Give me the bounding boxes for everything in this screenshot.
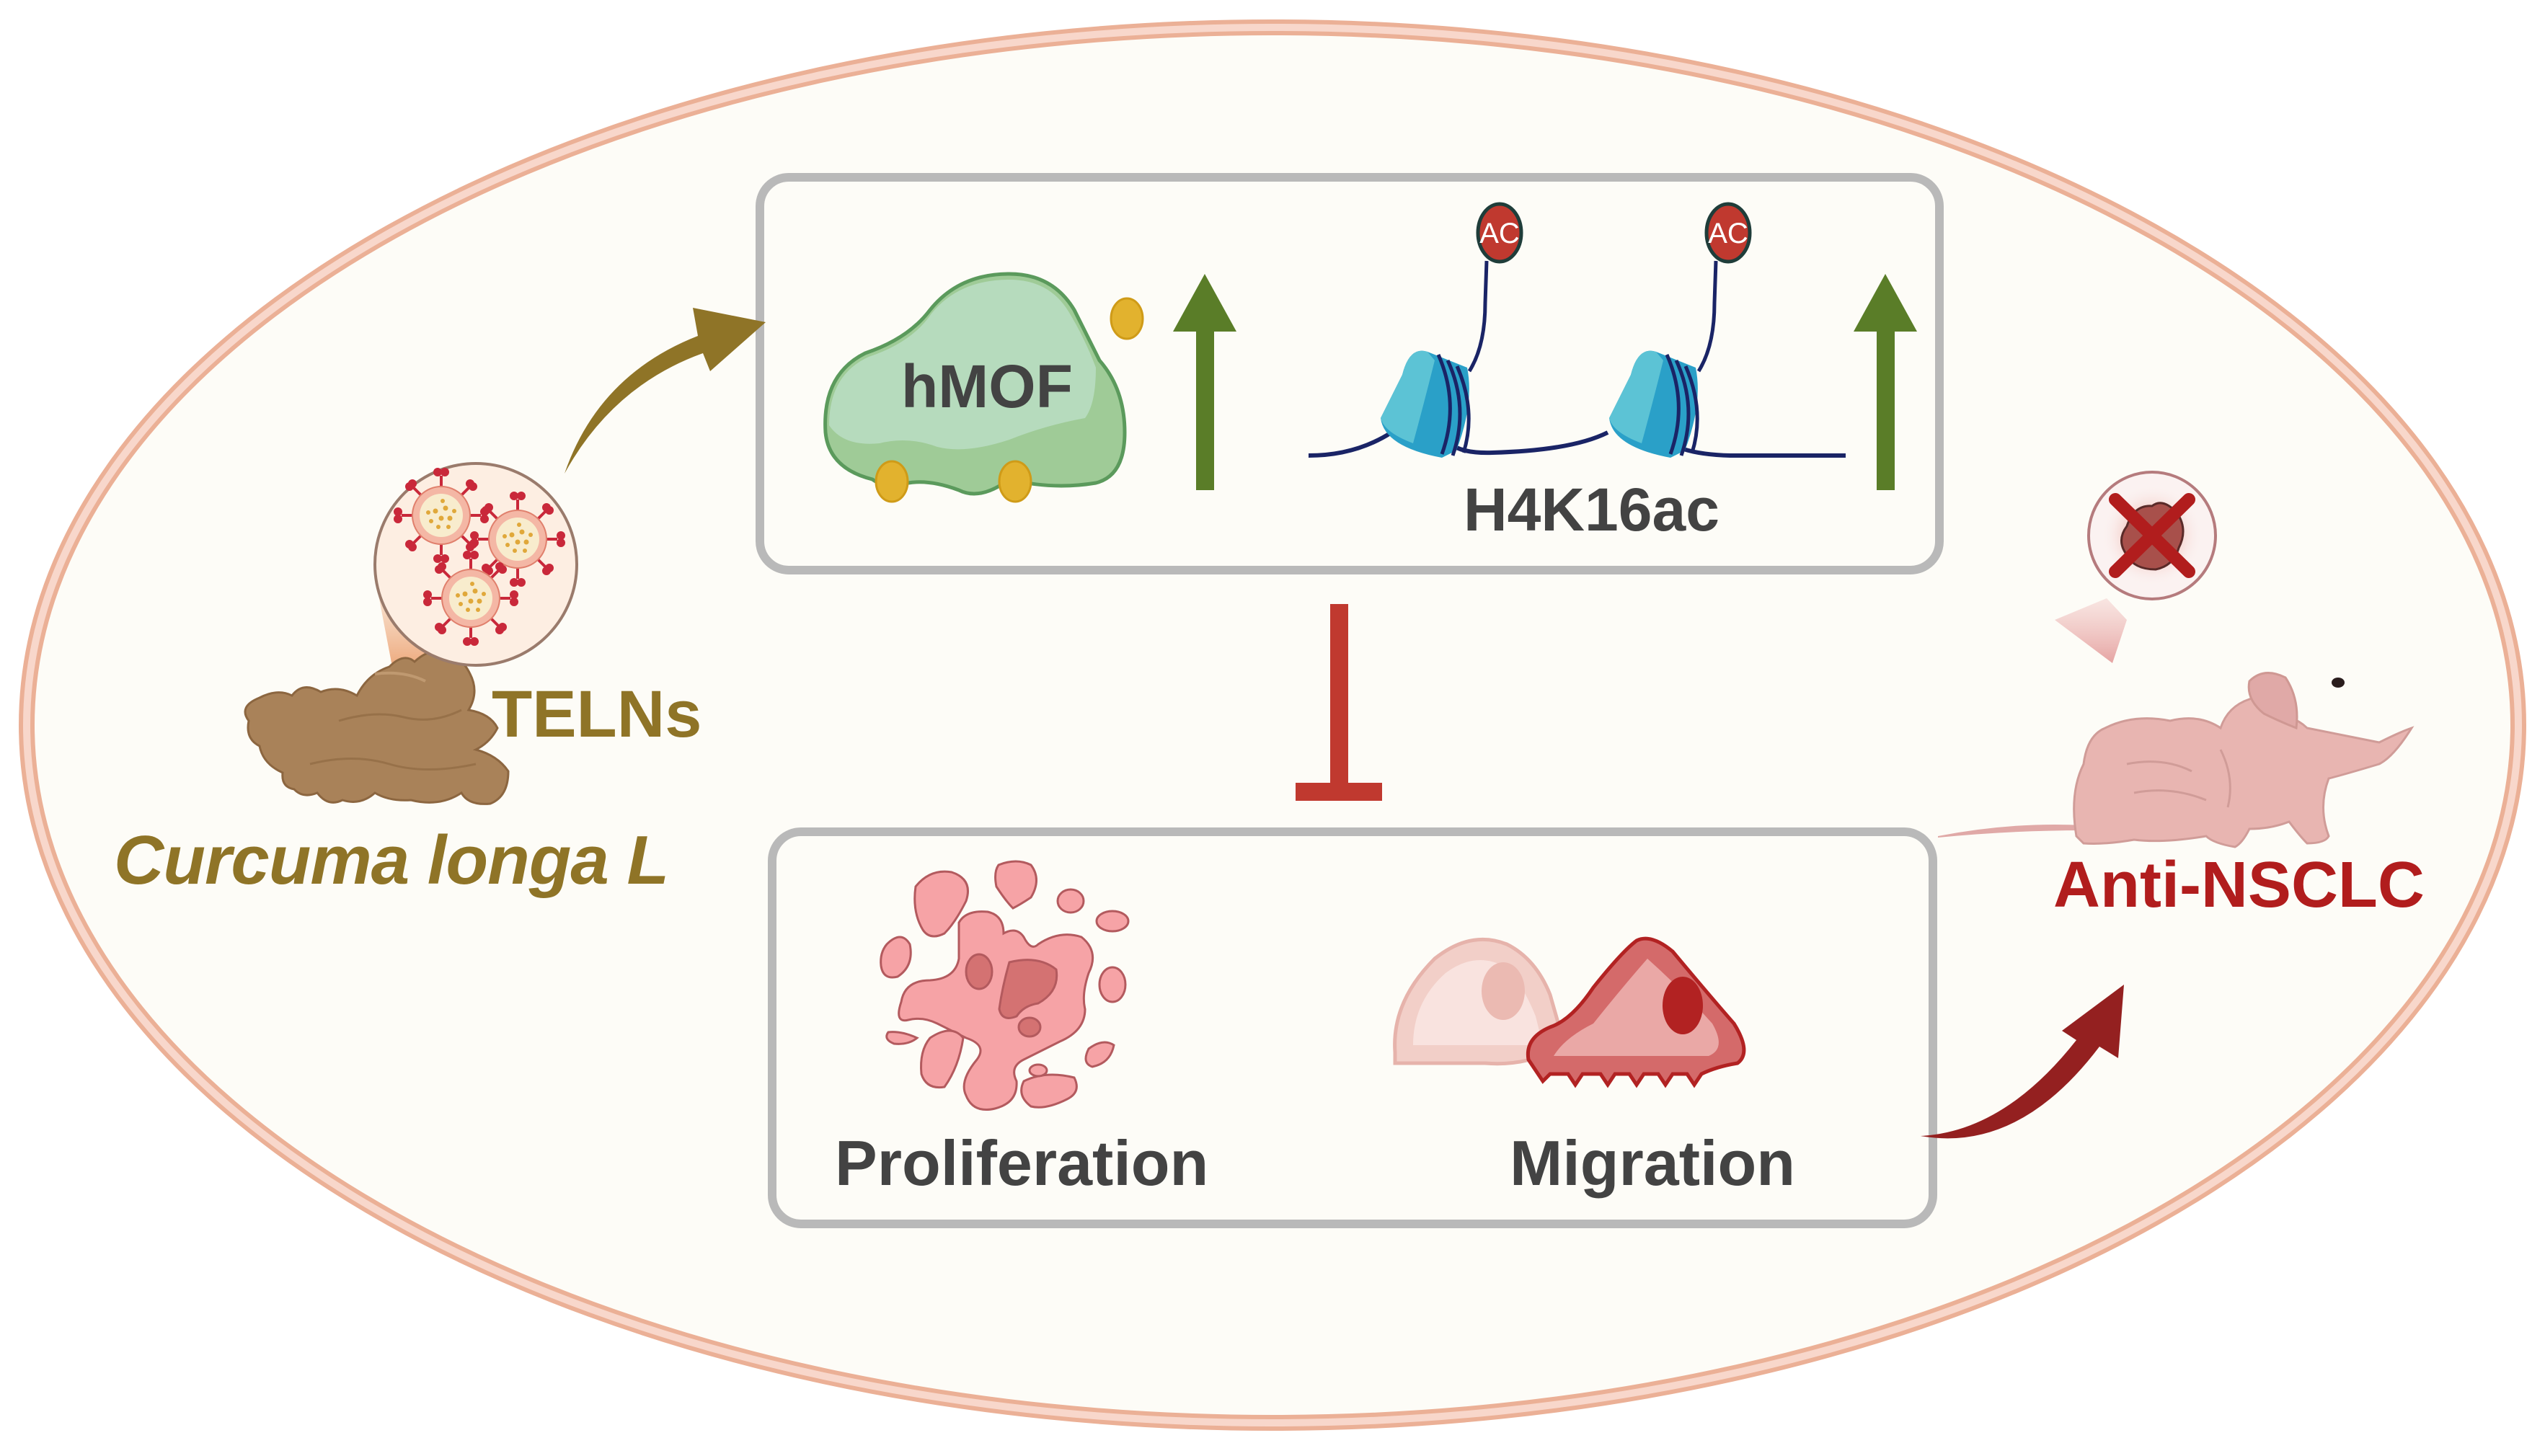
acetyl-group-icon: AC [1704,202,1752,264]
acetyl-group-icon: AC [1476,202,1523,264]
acetyl-label: AC [1708,218,1748,249]
inhibition-bar-icon [1296,604,1382,801]
migrating-cell-icon [1393,936,1746,1088]
telns-label: TELNs [492,678,702,751]
nucleosome-icon [1609,350,1699,458]
hmof-protein-icon [823,272,1144,503]
nucleosome-dna-icon [1308,260,1846,458]
nucleosome-icon [1381,350,1471,458]
outcome-label: Anti-NSCLC [2053,849,2425,921]
hmof-up-arrow-icon [1173,274,1236,490]
telns-zoom-bubble [373,462,578,667]
phenotype-panel [768,827,1937,1228]
outer-ellipse-inner-line [23,24,2522,1426]
hmof-label: hMOF [901,352,1073,420]
outcome-curved-arrow-icon [1921,985,2124,1139]
h4k16ac-label: H4K16ac [1464,476,1719,543]
acetyl-label: AC [1479,218,1520,249]
plant-name-label: Curcuma longa L [114,822,669,899]
cell-cluster-icon [880,860,1130,1111]
olive-curved-arrow-icon [565,308,766,474]
h4k16ac-up-arrow-icon [1854,274,1917,490]
mouse-zoom-cone [2055,598,2127,663]
nude-mouse-icon [1938,672,2415,848]
nanoparticle-icon [394,468,489,563]
nanoparticle-icon [423,551,518,646]
nanoparticle-icon [470,492,565,587]
turmeric-rhizome-icon [244,650,510,805]
proliferation-label: Proliferation [835,1127,1209,1199]
crossed-out-icon [2109,493,2195,578]
migration-label: Migration [1510,1127,1795,1199]
